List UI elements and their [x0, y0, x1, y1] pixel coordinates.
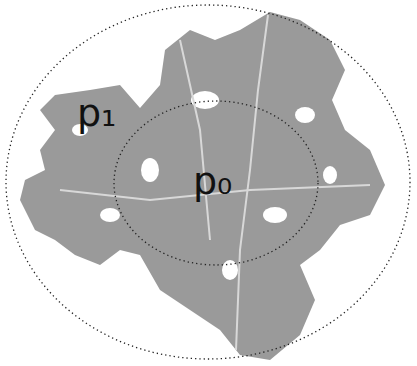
- region-ellipse: p₁ p₀: [5, 4, 411, 360]
- dotted-boundary: [114, 101, 318, 265]
- region-label: p₀: [193, 162, 232, 200]
- main-road: [60, 15, 370, 350]
- dotted-boundary: [6, 5, 410, 359]
- region-label: p₁: [77, 94, 116, 132]
- open-space: [72, 91, 337, 280]
- region-ellipse: p₀: [113, 100, 319, 266]
- urban-area: [20, 12, 385, 360]
